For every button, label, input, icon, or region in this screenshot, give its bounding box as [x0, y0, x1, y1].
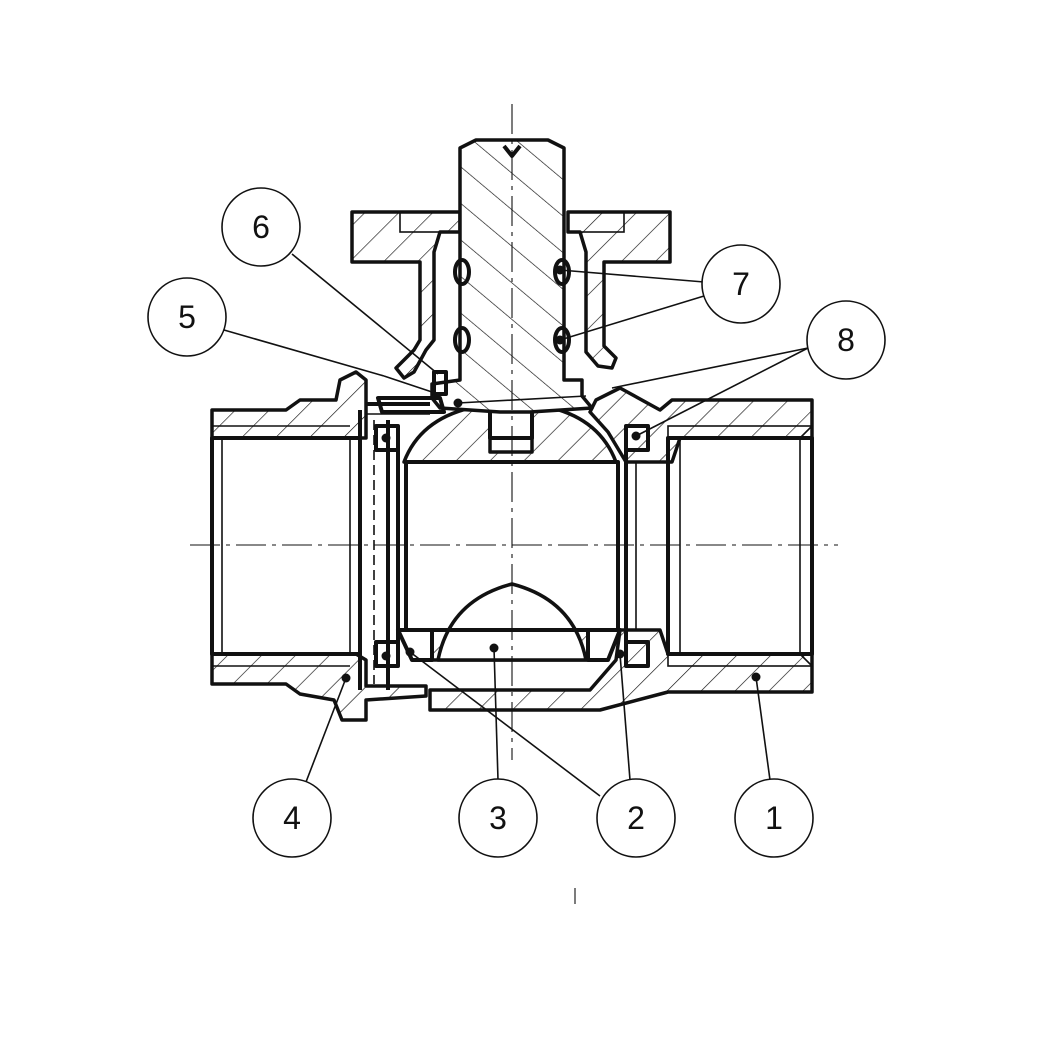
end-cap-top: [210, 370, 368, 440]
o-ring-left-upper: [453, 258, 471, 286]
callout-balloons: 1 2 3 4 5 6 7 8: [147, 187, 886, 858]
callout-3-label: 3: [489, 800, 507, 836]
callout-6: 6: [221, 187, 301, 267]
packing-ring: [432, 370, 448, 396]
bonnet-left: [350, 210, 462, 380]
gland-parts: [376, 370, 448, 414]
seat-top-left: [374, 424, 400, 452]
callout-6-label: 6: [252, 209, 270, 245]
end-cap-bottom: [210, 652, 428, 722]
ball-top: [402, 406, 618, 464]
end-cap: [210, 370, 430, 722]
seat-top-right: [624, 424, 650, 452]
callout-2-label: 2: [627, 800, 645, 836]
o-ring-right-lower: [553, 326, 571, 354]
callout-5-label: 5: [178, 299, 196, 335]
bonnet-right: [566, 210, 672, 370]
o-ring-right-upper: [553, 258, 571, 286]
leader-lines: [223, 253, 809, 797]
callout-7: 7: [701, 244, 781, 324]
callout-8-label: 8: [837, 322, 855, 358]
ball: [396, 406, 637, 662]
body-top-right: [588, 386, 814, 464]
leader-dots: [341, 265, 761, 683]
seat-bottom-left: [374, 640, 400, 668]
callout-7-label: 7: [732, 266, 750, 302]
o-rings: [453, 258, 571, 354]
callout-1-label: 1: [765, 800, 783, 836]
thrust-washer: [376, 396, 446, 414]
callout-2: 2: [596, 778, 676, 858]
left-port: [210, 436, 362, 656]
callout-5: 5: [147, 277, 227, 357]
callout-3: 3: [458, 778, 538, 858]
callout-4: 4: [252, 778, 332, 858]
callout-8: 8: [806, 300, 886, 380]
callout-4-label: 4: [283, 800, 301, 836]
right-port: [666, 436, 814, 656]
o-ring-left-lower: [453, 326, 471, 354]
seat-bottom-right: [624, 640, 650, 668]
callout-1: 1: [734, 778, 814, 858]
